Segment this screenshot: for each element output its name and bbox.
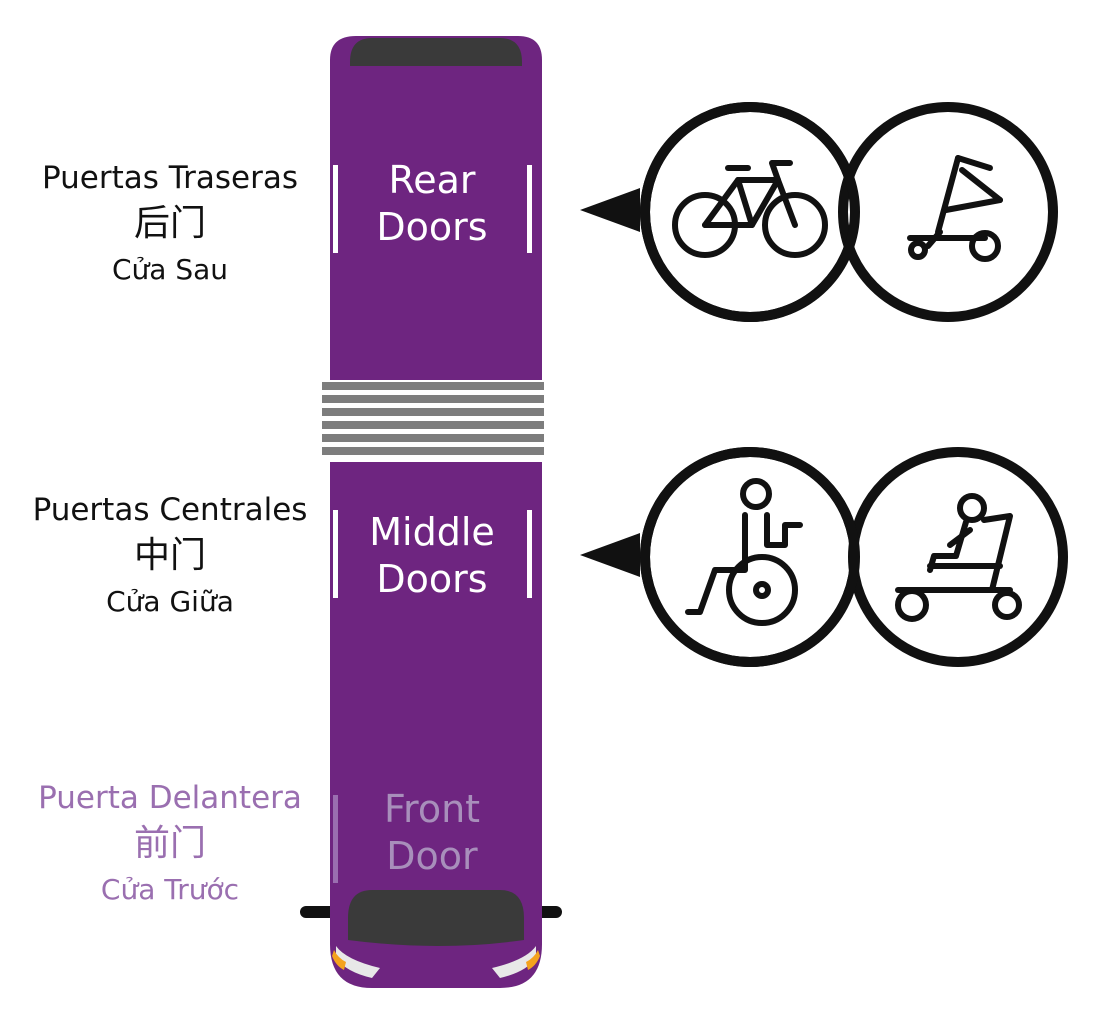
bus-windshield [348,890,524,946]
front-door-label-chinese: 前门 [133,823,206,864]
middle-door-callout [580,447,1068,667]
bus-headlight-left [336,946,380,978]
front-door-bar-left [333,795,338,883]
front-door-bus-text: Front Door [332,786,532,880]
rear-doors-bus-text: Rear Doors [332,157,532,251]
front-door-line2: Door [386,834,478,878]
middle-doors-label: Puertas Centrales 中门 Cửa Giữa [20,490,320,622]
middle-doors-line1: Middle [369,510,495,554]
rear-doors-line2: Doors [376,205,488,249]
middle-doors-label-chinese: 中门 [133,535,206,576]
bus-rear-window [350,38,522,66]
bus-front-section [330,460,542,988]
bicycle-icon [672,160,828,258]
front-door-label: Puerta Delantera 前门 Cửa Trước [20,778,320,910]
rear-door-callout [580,102,1058,322]
rear-doors-label-spanish: Puertas Traseras [41,160,298,196]
front-door-label-vietnamese: Cửa Trước [100,873,240,906]
bus-headlight-right [492,946,536,978]
middle-doors-line2: Doors [376,557,488,601]
middle-doors-label-vietnamese: Cửa Giữa [106,585,234,618]
stroller-icon [907,155,1003,262]
rear-doors-label-vietnamese: Cửa Sau [111,253,229,286]
rear-doors-label-chinese: 后门 [133,203,206,244]
rear-door-bar-right [527,165,532,253]
mobility-scooter-icon [895,493,1022,622]
bus-articulation-joint [322,380,544,462]
rear-door-bar-left [333,165,338,253]
rear-doors-label: Puertas Traseras 后门 Cửa Sau [20,158,320,290]
wheelchair-icon [685,478,803,626]
middle-doors-label-spanish: Puertas Centrales [32,492,308,528]
bus-turn-signal-right [526,950,540,970]
bus-rear-section [330,36,542,382]
middle-door-bar-right [527,510,532,598]
middle-door-bar-left [333,510,338,598]
rear-doors-line1: Rear [388,158,476,202]
front-door-label-spanish: Puerta Delantera [38,780,302,816]
front-door-line1: Front [383,787,481,831]
bus-turn-signal-left [332,950,346,970]
middle-doors-bus-text: Middle Doors [332,509,532,603]
